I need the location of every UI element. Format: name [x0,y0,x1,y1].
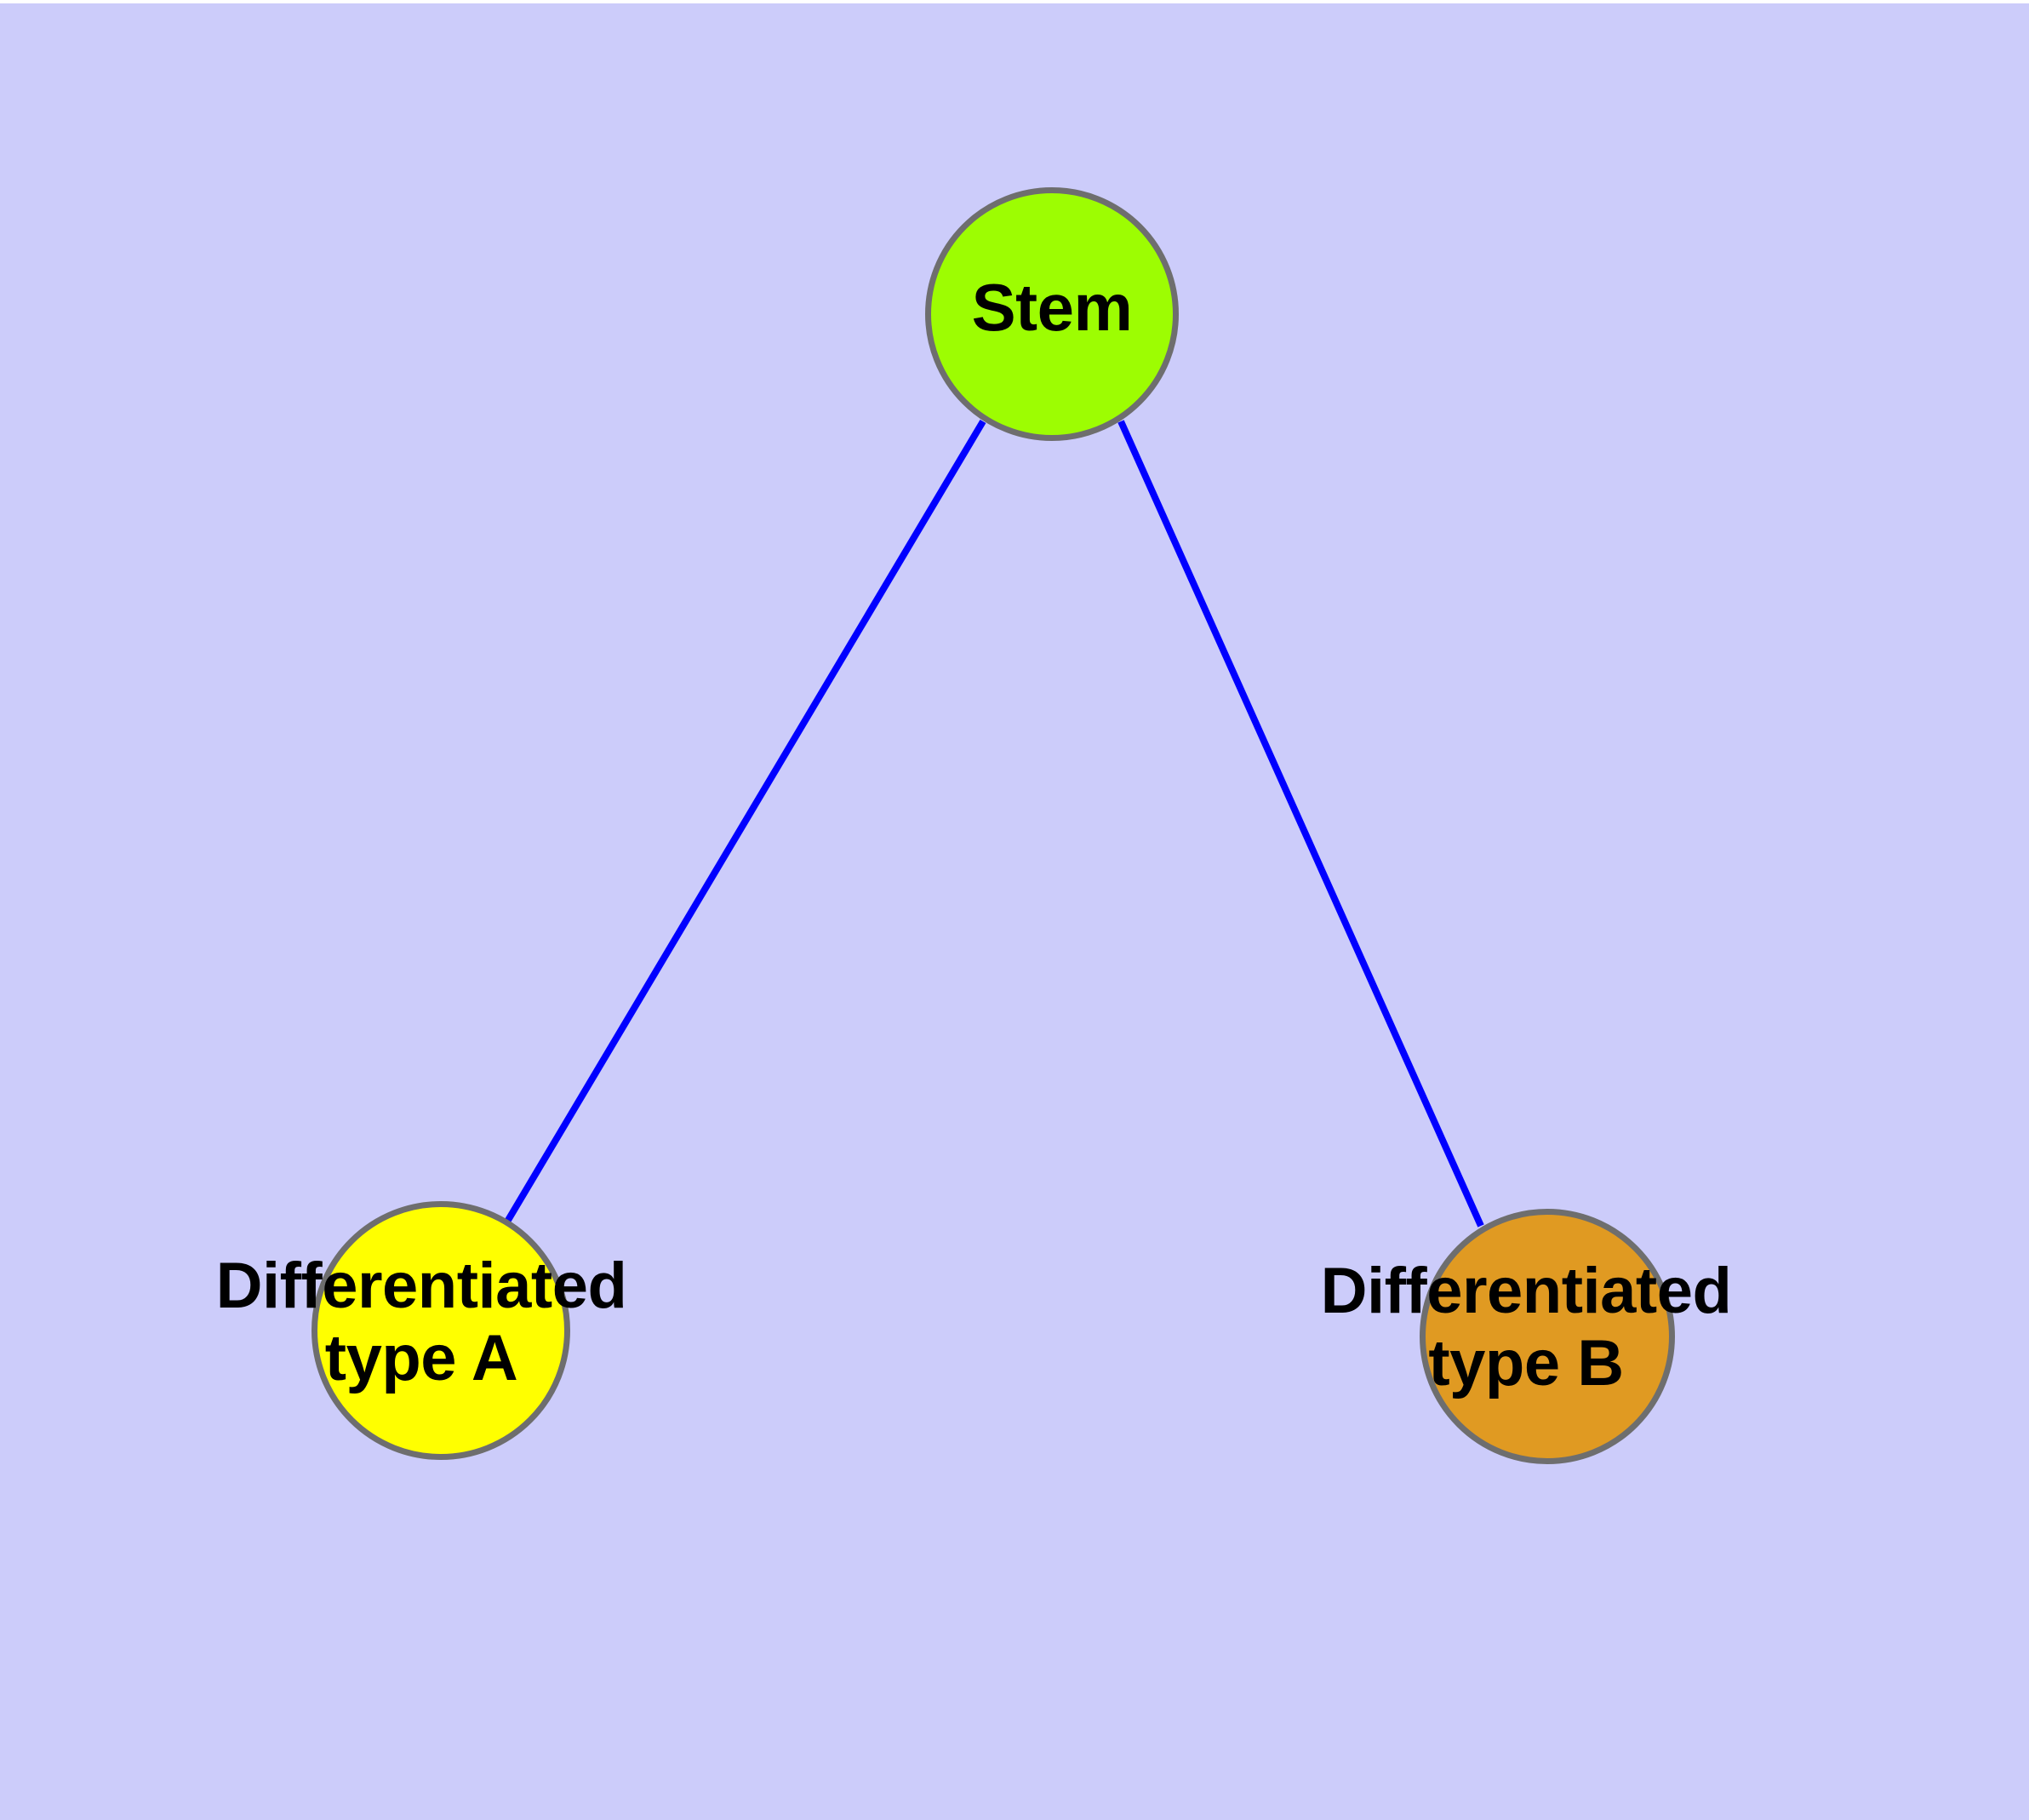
edge-stem-to-diff-b[interactable] [1117,420,1484,1228]
node-diff-b-circle[interactable] [1420,1209,1675,1464]
edge-layer [504,419,1484,1228]
edge-stem-to-diff-a[interactable] [504,419,986,1224]
node-layer [311,187,1675,1464]
node-stem-circle[interactable] [925,187,1179,441]
node-diff-a-circle[interactable] [311,1201,570,1460]
